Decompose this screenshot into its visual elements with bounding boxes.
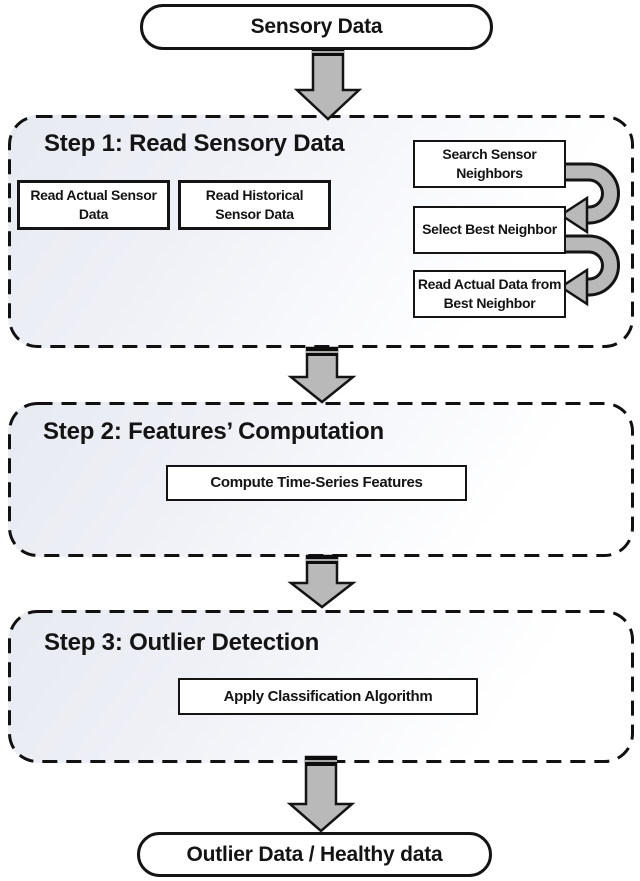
- step1-dashed-border: [8, 115, 634, 348]
- loop-arrow-2-head: [558, 267, 589, 307]
- step1-title: Step 1: Read Sensory Data: [44, 130, 345, 157]
- end-node: Outlier Data / Healthy data: [137, 832, 492, 877]
- flow-arrow-1: [293, 46, 363, 121]
- start-node: Sensory Data: [140, 4, 493, 50]
- flow-arrow-4-cap-line: [305, 760, 337, 762]
- loop-arrow-1-band: [566, 165, 617, 222]
- compute-time-series-features-box: Compute Time-Series Features: [166, 465, 467, 501]
- flow-arrow-2-cap-line: [306, 351, 338, 353]
- read-actual-sensor-data-box: Read Actual Sensor Data: [17, 180, 170, 230]
- search-sensor-neighbors-box: Search Sensor Neighbors: [413, 140, 566, 188]
- flow-arrow-4: [286, 755, 356, 833]
- flow-arrow-1-cap-line: [312, 51, 344, 53]
- loop-arrow-1-head: [558, 195, 589, 235]
- step3-title: Step 3: Outlier Detection: [44, 629, 320, 656]
- read-actual-data-from-best-neighbor-box: Read Actual Data from Best Neighbor: [413, 270, 566, 318]
- select-best-neighbor-box: Select Best Neighbor: [413, 206, 566, 254]
- flow-arrow-2: [287, 346, 357, 404]
- flow-arrow-3-cap-line: [306, 559, 338, 561]
- step2-title: Step 2: Features’ Computation: [43, 418, 384, 445]
- apply-classification-algorithm-box: Apply Classification Algorithm: [178, 678, 478, 715]
- read-historical-sensor-data-box: Read Historical Sensor Data: [178, 180, 331, 230]
- loop-arrow-2-band: [566, 237, 617, 294]
